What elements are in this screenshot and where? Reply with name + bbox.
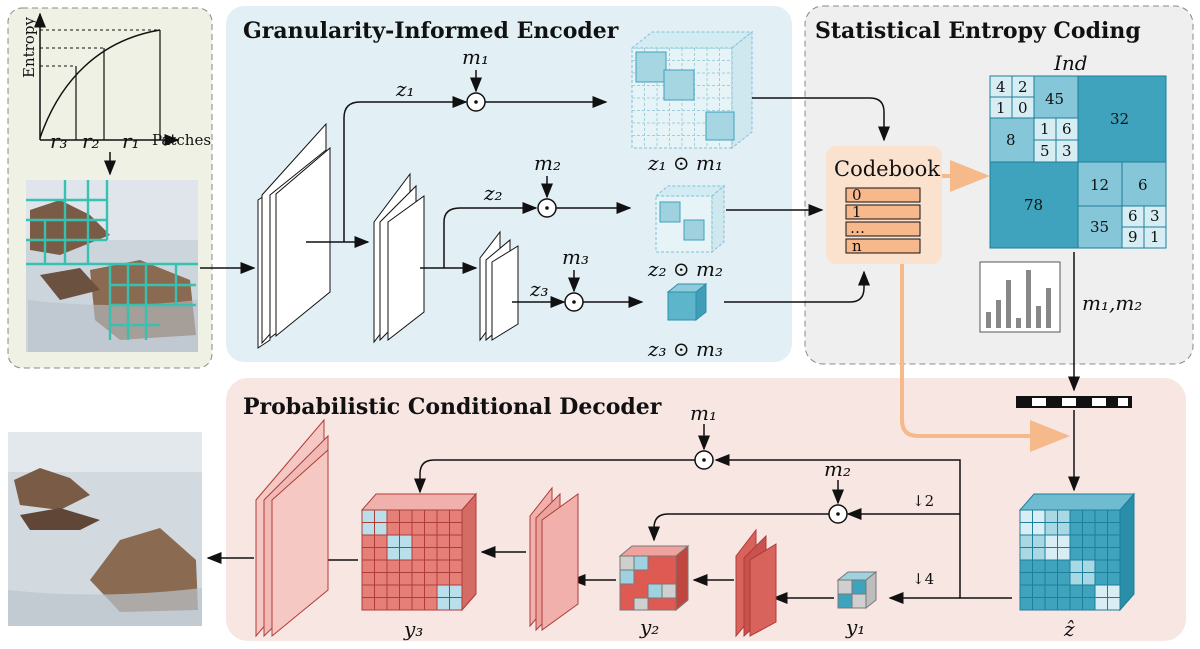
codebook-row-2: … bbox=[845, 219, 921, 237]
entropy-plot: Entropy Patches r₃ r₂ r₁ bbox=[20, 12, 211, 153]
decoder-layer-2 bbox=[529, 486, 579, 632]
z1-label: z₁ bbox=[395, 77, 415, 101]
r2-label: r₂ bbox=[82, 129, 100, 153]
out2-label: z₂ ⊙ m₂ bbox=[647, 257, 723, 281]
svg-text:3: 3 bbox=[1062, 142, 1072, 160]
svg-text:2: 2 bbox=[1018, 78, 1028, 96]
svg-text:35: 35 bbox=[1090, 218, 1109, 236]
y3-label: y₃ bbox=[403, 617, 423, 641]
svg-text:1: 1 bbox=[996, 99, 1006, 117]
codebook-row-0: 0 bbox=[845, 186, 921, 204]
svg-text:6: 6 bbox=[1138, 176, 1148, 194]
encoder-odot-3 bbox=[564, 292, 584, 312]
z3-label: z₃ bbox=[529, 277, 549, 301]
svg-text:…: … bbox=[850, 219, 865, 237]
svg-text:1: 1 bbox=[852, 203, 862, 221]
m3-label: m₃ bbox=[562, 245, 589, 269]
out3-label: z₃ ⊙ m₃ bbox=[647, 337, 723, 361]
encoder-layer-1 bbox=[257, 122, 331, 349]
svg-text:32: 32 bbox=[1110, 110, 1129, 128]
dec-m1-label: m₁ bbox=[690, 401, 717, 425]
zhat-label: ẑ bbox=[1063, 617, 1075, 641]
svg-text:6: 6 bbox=[1062, 120, 1072, 138]
svg-text:8: 8 bbox=[1006, 131, 1016, 149]
svg-text:78: 78 bbox=[1024, 196, 1043, 214]
svg-text:1: 1 bbox=[1040, 120, 1050, 138]
svg-text:1: 1 bbox=[1150, 228, 1160, 246]
output-image bbox=[8, 432, 202, 626]
encoder-layer-3 bbox=[479, 230, 519, 342]
histogram-icon bbox=[979, 261, 1061, 333]
zhat-cube bbox=[1018, 492, 1136, 612]
latent-cube-z3 bbox=[666, 282, 708, 322]
encoder-odot-2 bbox=[537, 198, 557, 218]
svg-text:n: n bbox=[852, 237, 862, 255]
entropy-ylabel: Entropy bbox=[20, 17, 38, 78]
encoder-odot-1 bbox=[466, 92, 486, 112]
y1-label: y₁ bbox=[845, 615, 865, 639]
entropy-xlabel: Patches bbox=[152, 131, 211, 149]
encoder-title: Granularity-Informed Encoder bbox=[243, 18, 619, 44]
out1-label: z₁ ⊙ m₁ bbox=[647, 151, 723, 175]
svg-text:4: 4 bbox=[996, 78, 1006, 96]
r1-label: r₁ bbox=[122, 129, 140, 153]
decoder-layer-1 bbox=[255, 418, 329, 638]
m1-label: m₁ bbox=[462, 45, 489, 69]
svg-text:45: 45 bbox=[1045, 90, 1064, 108]
codebook: Codebook 0 1 … n bbox=[826, 146, 942, 264]
decoder-layer-3 bbox=[735, 528, 777, 638]
svg-text:0: 0 bbox=[1018, 99, 1028, 117]
input-image bbox=[26, 180, 198, 352]
svg-text:3: 3 bbox=[1150, 207, 1160, 225]
r3-label: r₃ bbox=[50, 129, 68, 153]
latent-cube-z1 bbox=[630, 30, 754, 150]
codebook-row-1: 1 bbox=[845, 203, 921, 221]
decoder-title: Probabilistic Conditional Decoder bbox=[243, 394, 662, 420]
svg-text:0: 0 bbox=[852, 186, 862, 204]
ind-grid-values: 4 2 1 0 45 8 1 6 5 3 32 78 12 6 35 6 3 9… bbox=[996, 78, 1160, 246]
y1-cube bbox=[836, 570, 878, 610]
svg-text:6: 6 bbox=[1128, 207, 1138, 225]
down2-label: ↓2 bbox=[912, 492, 934, 510]
bitstream bbox=[1016, 396, 1132, 408]
y2-cube bbox=[618, 544, 690, 612]
entropy-coding-title: Statistical Entropy Coding bbox=[815, 18, 1141, 44]
dec-m2-label: m₂ bbox=[824, 457, 851, 481]
ind-label: Ind bbox=[1053, 51, 1088, 75]
encoder-layer-2 bbox=[373, 172, 425, 344]
y3-cube bbox=[360, 492, 478, 612]
latent-cube-z2 bbox=[654, 184, 726, 254]
codebook-row-3: n bbox=[845, 237, 921, 255]
svg-text:12: 12 bbox=[1090, 176, 1109, 194]
ind-grid bbox=[989, 75, 1167, 249]
m-label: m₁,m₂ bbox=[1082, 291, 1142, 315]
down4-label: ↓4 bbox=[912, 570, 934, 588]
decoder-odot-2 bbox=[828, 504, 848, 524]
svg-text:9: 9 bbox=[1128, 228, 1138, 246]
z2-label: z₂ bbox=[483, 181, 503, 205]
svg-text:5: 5 bbox=[1040, 142, 1050, 160]
y2-label: y₂ bbox=[639, 615, 659, 639]
m2-label: m₂ bbox=[534, 151, 561, 175]
decoder-odot-1 bbox=[694, 450, 714, 470]
codebook-title: Codebook bbox=[834, 157, 940, 181]
